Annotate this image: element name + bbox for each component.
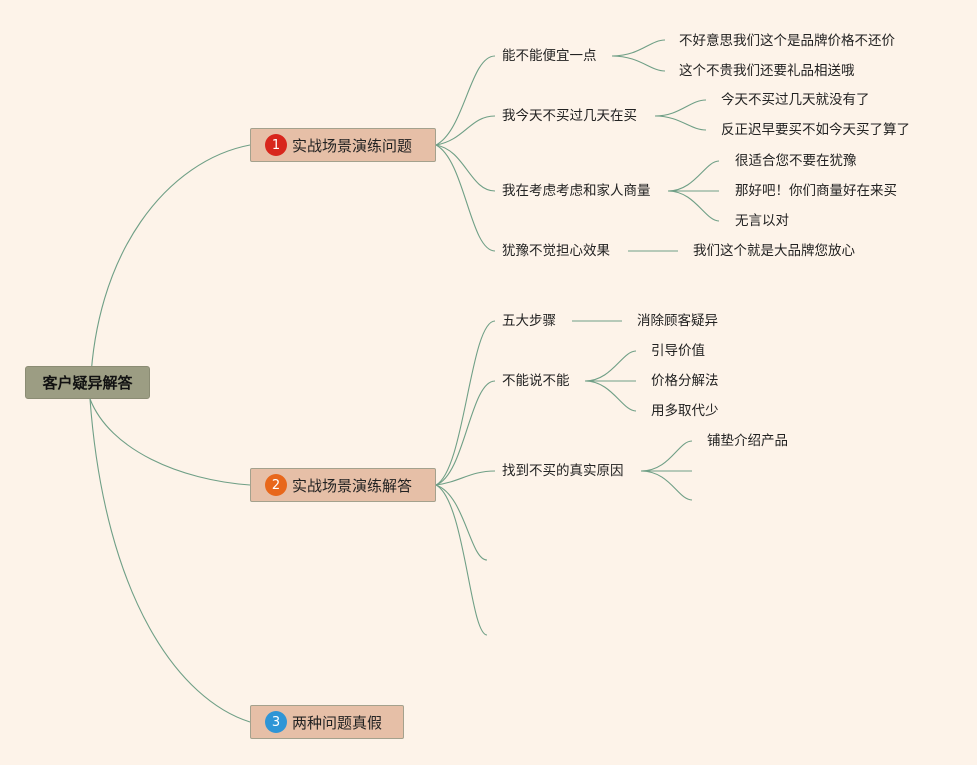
link-b2c2-leaf1 <box>584 350 637 382</box>
subtopic-b2-2[interactable]: 不能说不能 <box>502 373 570 389</box>
leaf-b2-2-3[interactable]: 用多取代少 <box>651 403 719 419</box>
root-topic[interactable]: 客户疑异解答 <box>25 366 150 399</box>
branch-3-topic[interactable]: 3 两种问题真假 <box>250 705 404 739</box>
number-badge-3: 3 <box>265 711 287 733</box>
leaf-b1-3-2[interactable]: 那好吧！你们商量好在来买 <box>735 183 897 199</box>
link-b1-c3 <box>435 144 496 192</box>
link-b2c2-leaf3 <box>584 380 637 412</box>
branch-1-label: 实战场景演练问题 <box>292 136 413 155</box>
link-b1c1-leaf2 <box>611 55 666 72</box>
leaf-b1-2-2[interactable]: 反正迟早要买不如今天买了算了 <box>721 122 910 138</box>
branch-2-label: 实战场景演练解答 <box>292 476 413 495</box>
branch-1-topic[interactable]: 1 实战场景演练问题 <box>250 128 436 162</box>
leaf-b1-2-1[interactable]: 今天不买过几天就没有了 <box>721 92 870 108</box>
subtopic-b1-4[interactable]: 犹豫不觉担心效果 <box>502 243 610 259</box>
leaf-b1-4-1[interactable]: 我们这个就是大品牌您放心 <box>693 243 855 259</box>
link-b1c2-leaf2 <box>654 115 707 131</box>
subtopic-b2-1[interactable]: 五大步骤 <box>502 313 556 329</box>
link-root-b2 <box>89 398 251 486</box>
root-topic-label: 客户疑异解答 <box>42 374 133 392</box>
link-b1-c2 <box>435 115 496 146</box>
link-b2-c2 <box>435 380 496 486</box>
leaf-b2-2-2[interactable]: 价格分解法 <box>651 373 719 389</box>
subtopic-b1-1[interactable]: 能不能便宜一点 <box>502 48 597 64</box>
link-b2c3-leaf3 <box>640 470 693 501</box>
subtopic-b2-3[interactable]: 找到不买的真实原因 <box>502 463 624 479</box>
link-b1-c1 <box>435 55 496 146</box>
leaf-b2-1-1[interactable]: 消除顾客疑异 <box>637 313 718 329</box>
leaf-b1-3-3[interactable]: 无言以对 <box>735 213 789 229</box>
link-b1c3-leaf1 <box>667 160 720 192</box>
link-b2-c4 <box>435 484 488 561</box>
link-b2-c3 <box>435 470 496 486</box>
link-b2c3-leaf1 <box>640 440 693 472</box>
leaf-b1-3-1[interactable]: 很适合您不要在犹豫 <box>735 153 857 169</box>
leaf-b1-1-1[interactable]: 不好意思我们这个是品牌价格不还价 <box>679 33 895 49</box>
subtopic-b1-3[interactable]: 我在考虑考虑和家人商量 <box>502 183 651 199</box>
leaf-b2-2-1[interactable]: 引导价值 <box>651 343 705 359</box>
number-badge-2: 2 <box>265 474 287 496</box>
link-b2-c5 <box>435 484 488 636</box>
link-root-b3 <box>89 398 251 723</box>
link-b1c1-leaf1 <box>611 39 666 57</box>
link-b1-c4 <box>435 144 496 252</box>
link-b1c3-leaf3 <box>667 190 720 222</box>
link-root-b1 <box>89 144 251 400</box>
branch-3-label: 两种问题真假 <box>292 713 383 732</box>
subtopic-b1-2[interactable]: 我今天不买过几天在买 <box>502 108 637 124</box>
link-b2-c1 <box>435 320 496 486</box>
number-badge-1: 1 <box>265 134 287 156</box>
leaf-b2-3-1[interactable]: 铺垫介绍产品 <box>707 433 788 449</box>
leaf-b1-1-2[interactable]: 这个不贵我们还要礼品相送哦 <box>679 63 855 79</box>
link-b1c2-leaf1 <box>654 99 707 117</box>
branch-2-topic[interactable]: 2 实战场景演练解答 <box>250 468 436 502</box>
